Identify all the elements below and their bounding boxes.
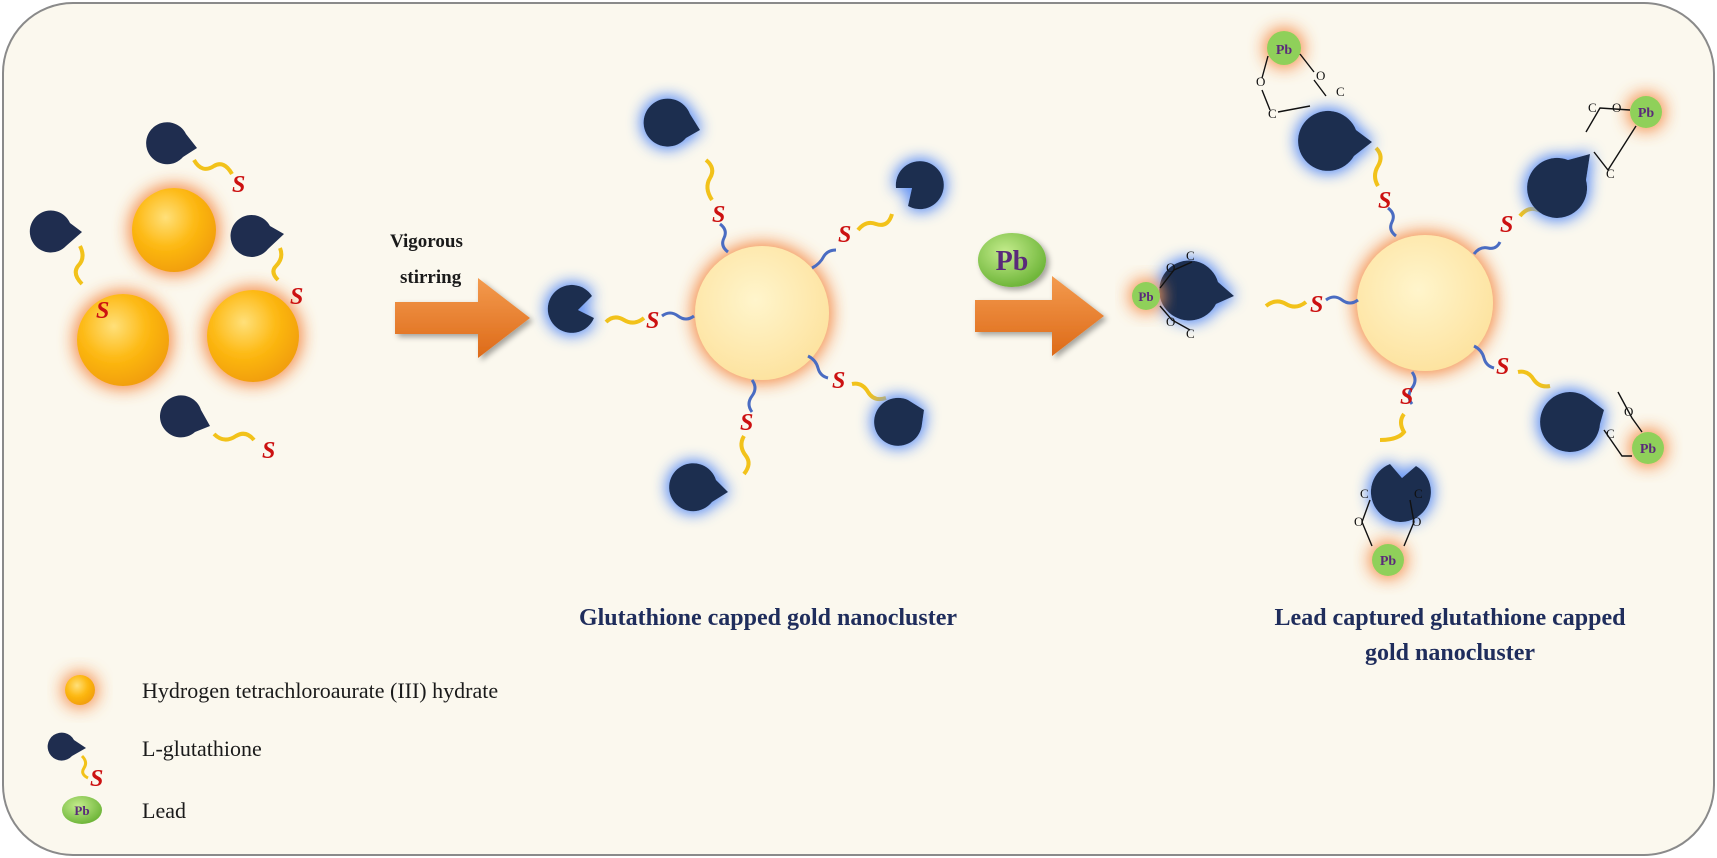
lead-ion-icon <box>62 796 102 824</box>
gold-sphere-top <box>132 188 216 272</box>
sulfur-label: S <box>838 222 851 248</box>
step-1-arrow <box>395 278 530 358</box>
oxygen-symbol: O <box>1316 68 1325 83</box>
lead-captured-nanocluster: S S S S S <box>1159 110 1604 522</box>
carbon-symbol: C <box>1606 166 1615 181</box>
carbon-symbol: C <box>1268 106 1277 121</box>
legend-item-lead: Pb Lead <box>62 796 186 824</box>
sulfur-label: S <box>232 172 245 198</box>
oxygen-symbol: O <box>1412 514 1421 529</box>
lead-ion-icon <box>1372 544 1404 576</box>
lead-reagent-label: Pb <box>996 246 1029 277</box>
oxygen-symbol: O <box>1612 100 1621 115</box>
glutathione-pacman-icon <box>547 284 594 333</box>
glutathione-pacman-icon <box>29 210 83 253</box>
caption-right-line2: gold nanocluster <box>1365 640 1535 666</box>
lead-chelate-group <box>1132 31 1664 576</box>
lead-symbol: Pb <box>1380 554 1397 569</box>
gold-precursor-sphere-icon <box>65 675 95 705</box>
lead-symbol: Pb <box>1640 442 1657 457</box>
sulfur-label: S <box>1378 188 1391 214</box>
glutathione-pacman-icon <box>874 397 924 446</box>
lead-ion-icon <box>1632 432 1664 464</box>
lead-ion-icon <box>978 233 1046 287</box>
step-2-arrow <box>975 276 1104 356</box>
lead-reagent: Pb <box>978 233 1046 287</box>
caption-middle: Glutathione capped gold nanocluster <box>579 605 957 631</box>
glutathione-pacman-icon <box>895 161 944 210</box>
sulfur-label: S <box>1400 384 1413 410</box>
oxygen-symbol: O <box>1624 404 1633 419</box>
carbon-symbol: C <box>1186 326 1195 341</box>
sulfur-label: S <box>832 368 845 394</box>
glutathione-pacman-icon <box>47 732 86 761</box>
sulfur-label: S <box>90 766 103 792</box>
oxygen-symbol: O <box>1166 260 1175 275</box>
carbon-symbol: C <box>1414 486 1423 501</box>
carbon-symbol: C <box>1336 84 1345 99</box>
sulfur-label: S <box>1500 212 1513 238</box>
lead-symbol: Pb <box>74 803 89 818</box>
sulfur-label: S <box>290 284 303 310</box>
chelate-atom-labels: Pb Pb Pb Pb Pb O O C C C O C O C O C O C… <box>1138 43 1656 569</box>
lead-ion-icon <box>1267 31 1301 65</box>
lead-ion-icon <box>1630 96 1662 128</box>
carbon-symbol: C <box>1588 100 1597 115</box>
free-glutathione-group: S S S S <box>29 122 303 464</box>
glutathione-capped-nanocluster: S S S S S <box>547 98 944 512</box>
lead-ion-icon <box>1132 282 1160 310</box>
caption-right-line1: Lead captured glutathione capped <box>1275 605 1627 631</box>
carbon-symbol: C <box>1360 486 1369 501</box>
oxygen-symbol: O <box>1166 314 1175 329</box>
glutathione-pacman-icon <box>1370 464 1431 522</box>
sulfur-label: S <box>740 410 753 436</box>
sulfur-label: S <box>262 438 275 464</box>
legend-label-glutathione: L-glutathione <box>142 736 262 761</box>
legend-label-lead: Lead <box>142 798 186 823</box>
glutathione-pacman-icon <box>1527 154 1590 218</box>
lead-symbol: Pb <box>1138 289 1153 304</box>
lead-symbol: Pb <box>1638 106 1655 121</box>
glutathione-pacman-icon <box>159 395 210 438</box>
lead-symbol: Pb <box>1276 43 1293 58</box>
gold-precursor-cluster <box>77 188 299 386</box>
carbon-symbol: C <box>1186 248 1195 263</box>
sulfur-label: S <box>96 298 109 324</box>
oxygen-symbol: O <box>1256 74 1265 89</box>
sulfur-label: S <box>1310 292 1323 318</box>
sulfur-label: S <box>712 202 725 228</box>
glutathione-pacman-icon <box>643 98 700 147</box>
carbon-symbol: C <box>1606 426 1615 441</box>
gold-sphere-left <box>77 294 169 386</box>
glutathione-pacman-icon <box>669 463 728 512</box>
gold-sphere-right <box>207 290 299 382</box>
glutathione-pacman-icon <box>230 214 284 257</box>
step-1-label-line2: stirring <box>400 267 462 288</box>
legend-item-gold: Hydrogen tetrachloroaurate (III) hydrate <box>65 675 498 705</box>
step-1-label-line1: Vigorous <box>390 231 463 252</box>
gold-nanocluster-core <box>1357 235 1493 371</box>
gold-nanocluster-core <box>695 246 829 380</box>
glutathione-pacman-icon <box>1540 392 1604 453</box>
oxygen-symbol: O <box>1354 514 1363 529</box>
sulfur-label: S <box>1496 354 1509 380</box>
legend-item-glutathione: S L-glutathione <box>47 732 262 792</box>
sulfur-label: S <box>646 308 659 334</box>
legend-label-gold: Hydrogen tetrachloroaurate (III) hydrate <box>142 678 498 703</box>
glutathione-pacman-icon <box>1159 260 1234 321</box>
glutathione-pacman-icon <box>146 122 197 165</box>
glutathione-pacman-icon <box>1298 110 1372 171</box>
legend: Hydrogen tetrachloroaurate (III) hydrate… <box>47 675 498 824</box>
